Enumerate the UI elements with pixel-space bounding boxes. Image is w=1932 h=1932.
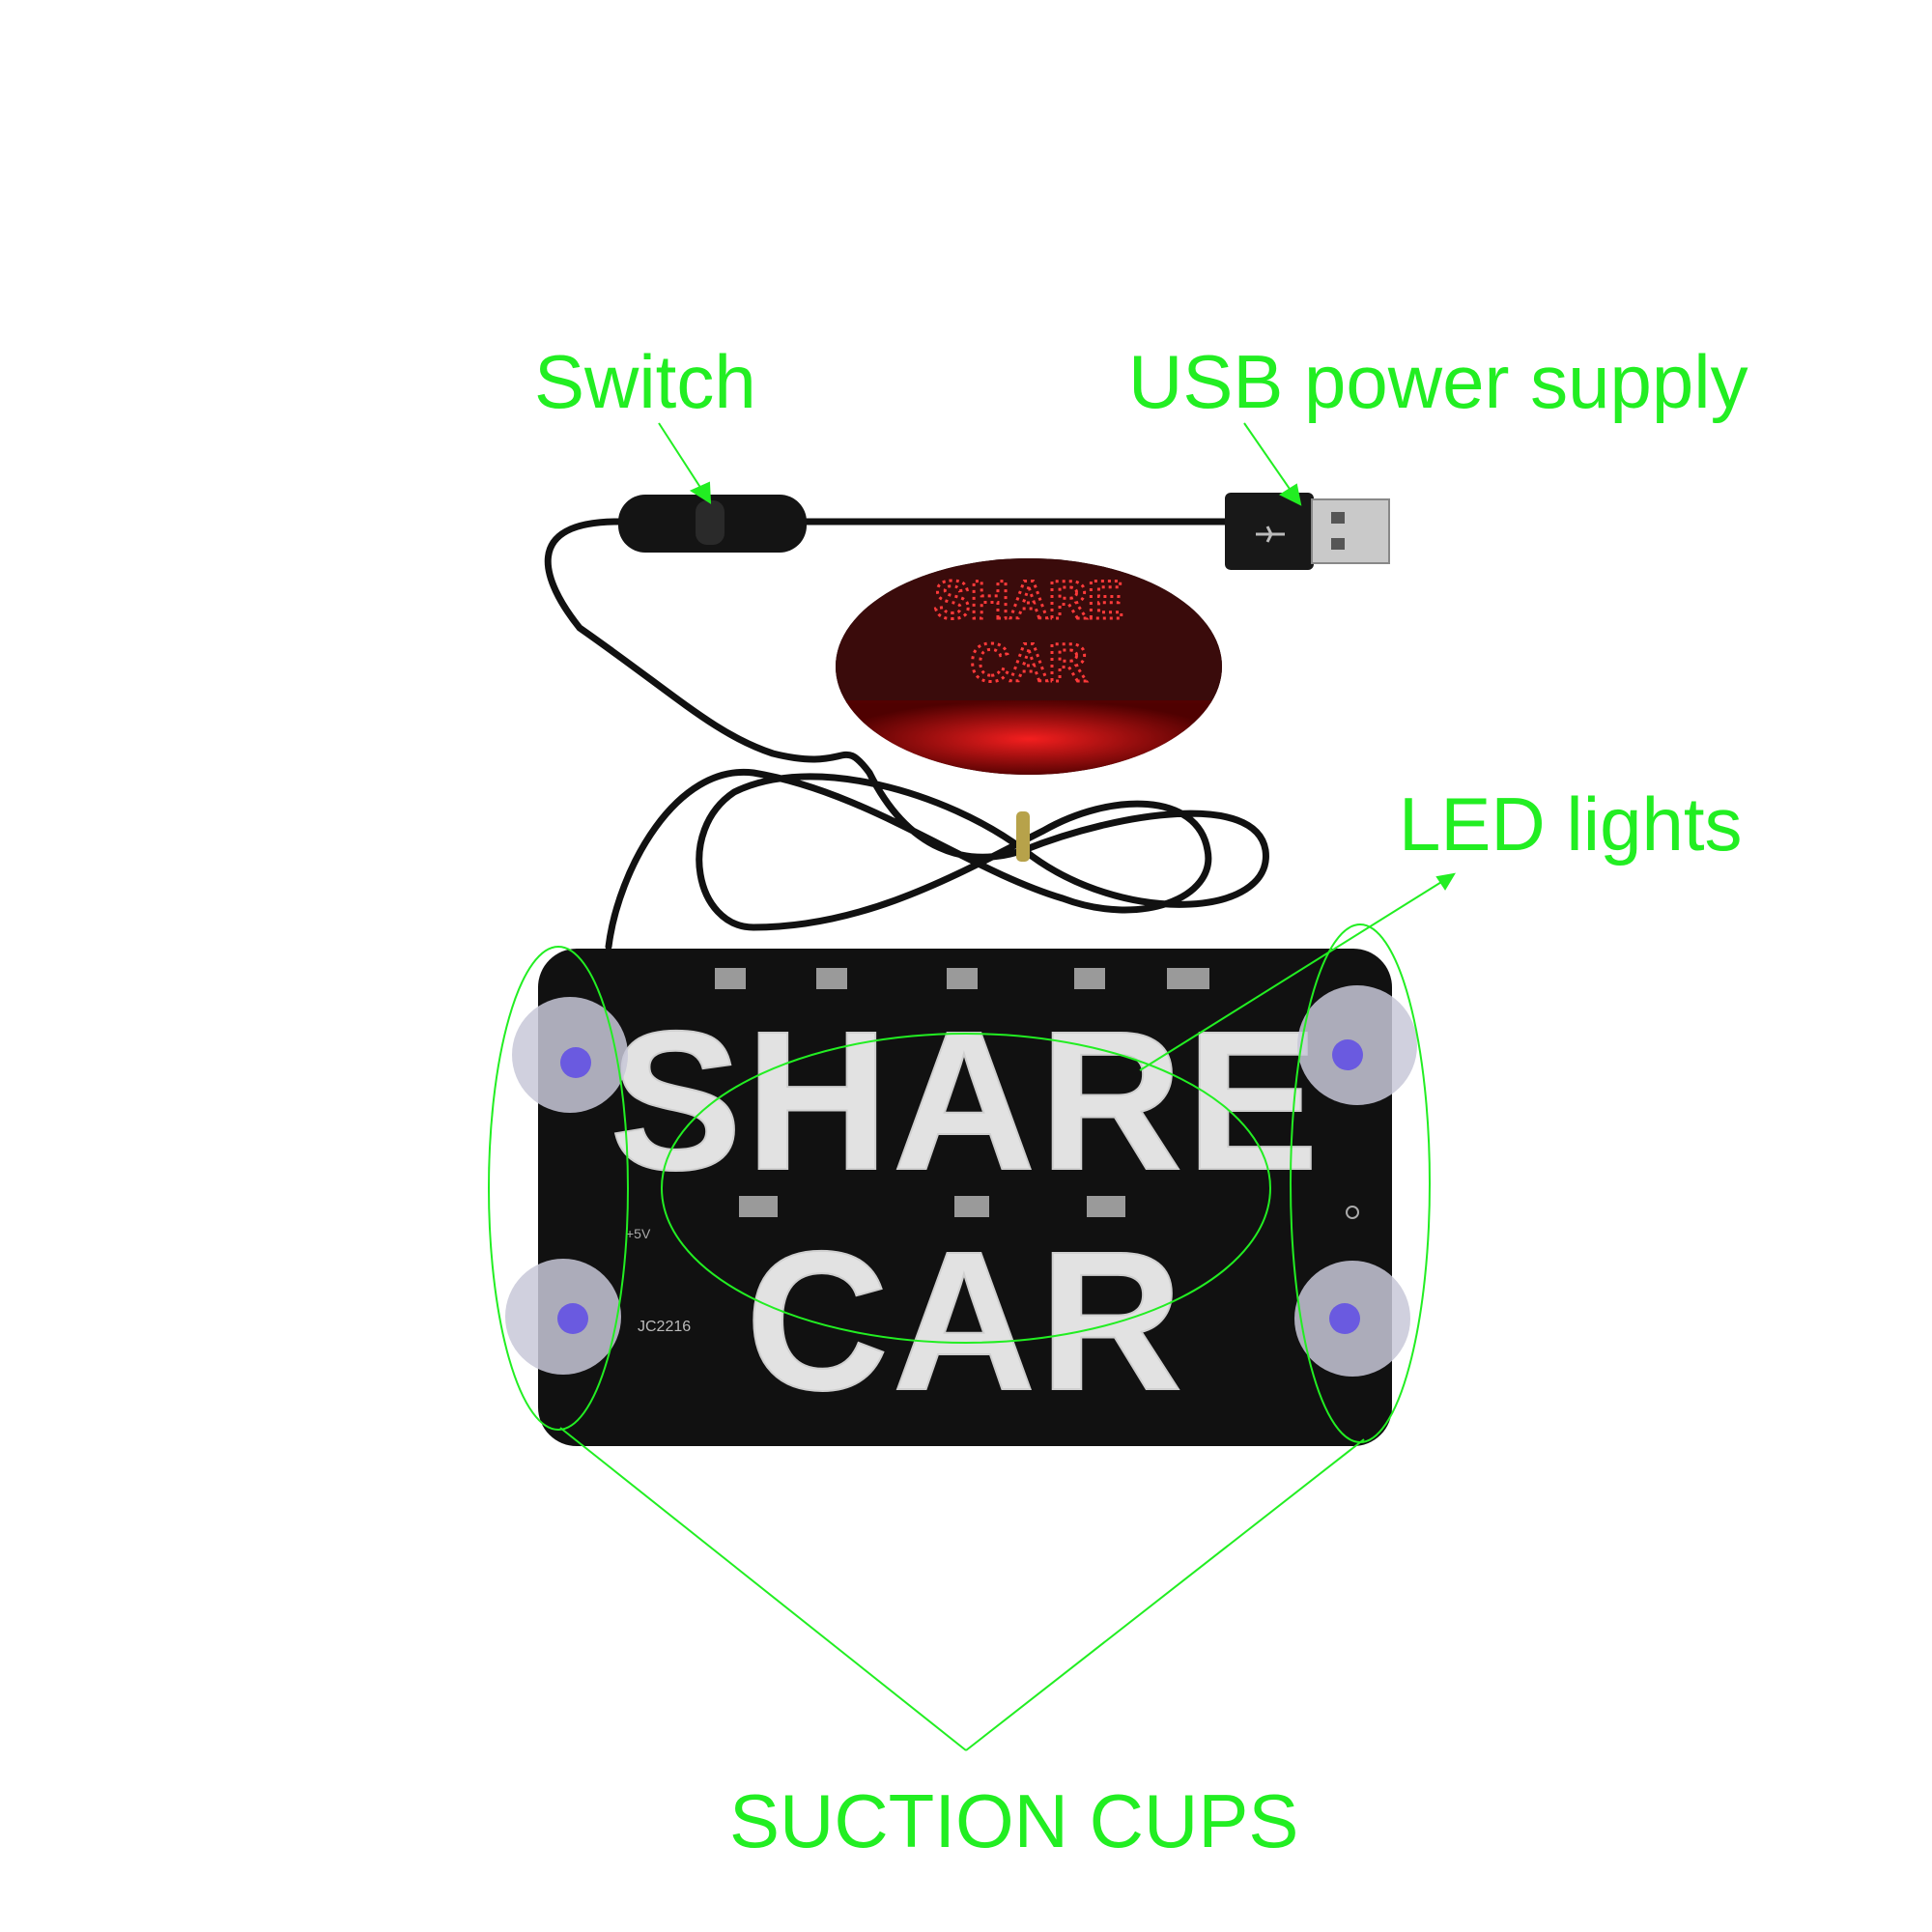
power-cable	[544, 518, 1269, 951]
usb-plug	[1225, 493, 1390, 570]
inline-switch[interactable]	[618, 495, 807, 553]
voltage-marking: +5V	[626, 1226, 651, 1241]
suction-cup-bottom-left	[505, 1259, 621, 1375]
cable-tie	[1016, 811, 1030, 862]
suction-leader-right	[965, 1438, 1365, 1751]
usb-trident-icon	[1256, 526, 1285, 543]
usb-power-supply-label: USB power supply	[1128, 339, 1748, 424]
inset-car-text: CAR	[970, 632, 1087, 693]
led-highlight-ellipse	[661, 1033, 1271, 1344]
lit-preview-inset: SHARE CAR	[836, 558, 1222, 775]
board-marking: JC2216	[638, 1319, 691, 1335]
switch-arrowhead	[689, 481, 712, 504]
board-car-text: CAR	[746, 1210, 1186, 1432]
suction-cup-top-left	[512, 997, 628, 1113]
led-leader	[1139, 873, 1455, 1071]
suction-cups	[505, 985, 1417, 1377]
resistor-groups	[715, 968, 1209, 1217]
board-share-text: SHARE	[610, 990, 1322, 1211]
switch-label: Switch	[534, 339, 756, 424]
suction-cup-bottom-right	[1294, 1261, 1410, 1377]
suction-cup-top-right	[1297, 985, 1417, 1105]
callout-leaders	[488, 422, 1456, 1751]
inset-share-text: SHARE	[934, 569, 1123, 630]
mounting-hole	[1346, 1206, 1359, 1219]
suction-cups-label: SUCTION CUPS	[729, 1778, 1299, 1863]
led-arrowhead	[1435, 872, 1456, 891]
left-cups-highlight-ellipse	[488, 946, 629, 1431]
suction-leader-left	[559, 1427, 967, 1751]
usb-arrowhead	[1278, 483, 1302, 506]
led-lights-label: LED lights	[1399, 781, 1743, 867]
